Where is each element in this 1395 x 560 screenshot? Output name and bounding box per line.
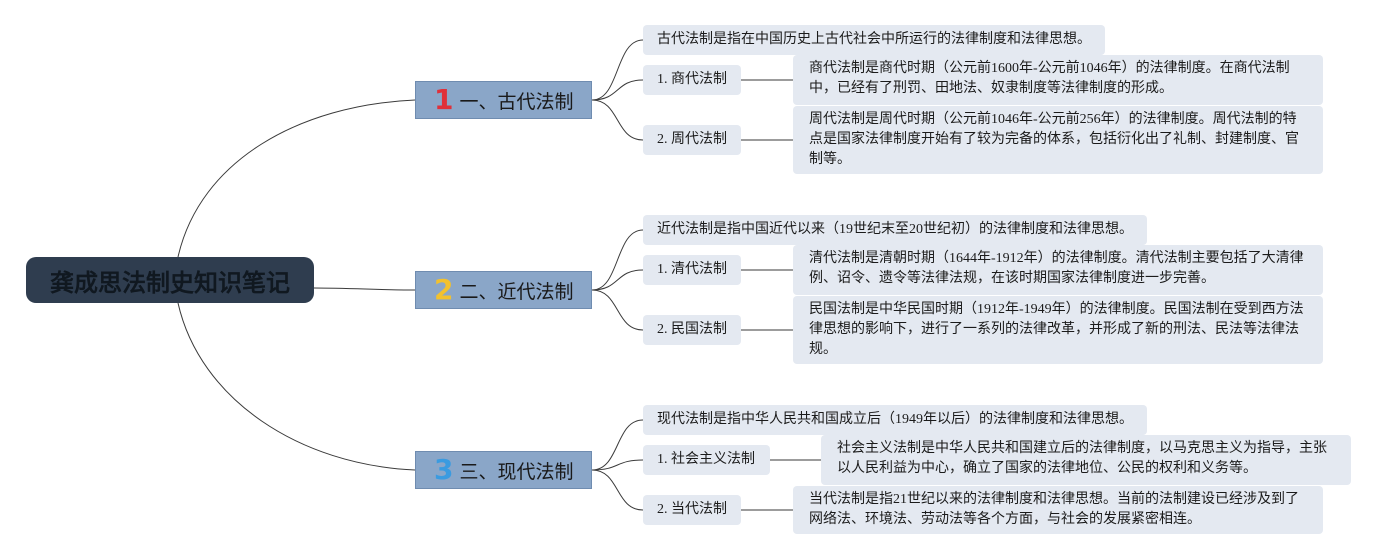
branch-label: 二、近代法制 — [459, 280, 574, 303]
sub-shang-law[interactable]: 1. 商代法制 — [643, 65, 741, 95]
sub-republic-law[interactable]: 2. 民国法制 — [643, 315, 741, 345]
intro-contemporary-law[interactable]: 现代法制是指中华人民共和国成立后（1949年以后）的法律制度和法律思想。 — [643, 405, 1147, 435]
branch-modern-law[interactable]: 2 二、近代法制 — [415, 271, 592, 309]
intro-ancient-law[interactable]: 古代法制是指在中国历史上古代社会中所运行的法律制度和法律思想。 — [643, 25, 1105, 55]
intro-modern-law[interactable]: 近代法制是指中国近代以来（19世纪末至20世纪初）的法律制度和法律思想。 — [643, 215, 1147, 245]
root-title: 龚成思法制史知识笔记 — [50, 268, 290, 297]
branch-label: 三、现代法制 — [459, 460, 574, 483]
sub-socialist-law[interactable]: 1. 社会主义法制 — [643, 445, 770, 475]
desc-shang-law[interactable]: 商代法制是商代时期（公元前1600年-公元前1046年）的法律制度。在商代法制中… — [793, 55, 1323, 105]
branch-label: 一、古代法制 — [459, 90, 574, 113]
sub-current-law[interactable]: 2. 当代法制 — [643, 495, 741, 525]
desc-current-law[interactable]: 当代法制是指21世纪以来的法律制度和法律思想。当前的法制建设已经涉及到了网络法、… — [793, 486, 1323, 534]
number-one-icon: 1 — [434, 83, 454, 116]
desc-zhou-law[interactable]: 周代法制是周代时期（公元前1046年-公元前256年）的法律制度。周代法制的特点… — [793, 106, 1323, 174]
number-two-icon: 2 — [434, 273, 454, 306]
desc-qing-law[interactable]: 清代法制是清朝时期（1644年-1912年）的法律制度。清代法制主要包括了大清律… — [793, 245, 1323, 295]
branch-contemporary-law[interactable]: 3 三、现代法制 — [415, 451, 592, 489]
branch-ancient-law[interactable]: 1 一、古代法制 — [415, 81, 592, 119]
sub-qing-law[interactable]: 1. 清代法制 — [643, 255, 741, 285]
number-three-icon: 3 — [434, 453, 454, 486]
sub-zhou-law[interactable]: 2. 周代法制 — [643, 125, 741, 155]
desc-republic-law[interactable]: 民国法制是中华民国时期（1912年-1949年）的法律制度。民国法制在受到西方法… — [793, 296, 1323, 364]
root-node[interactable]: 龚成思法制史知识笔记 — [26, 257, 314, 303]
desc-socialist-law[interactable]: 社会主义法制是中华人民共和国建立后的法律制度，以马克思主义为指导，主张以人民利益… — [821, 435, 1351, 485]
